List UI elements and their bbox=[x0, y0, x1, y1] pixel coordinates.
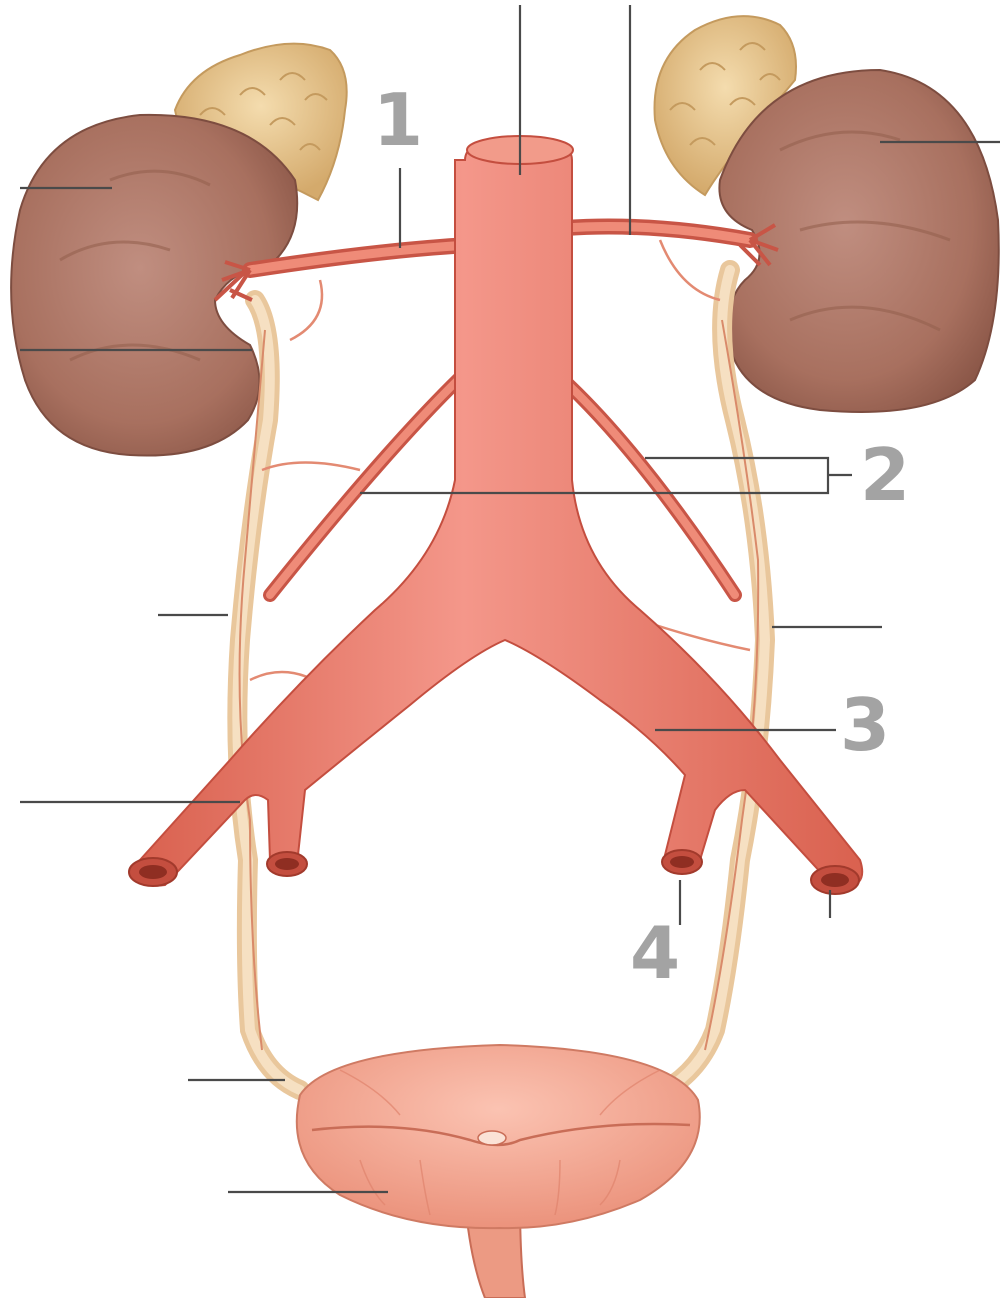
left-kidney bbox=[11, 115, 297, 456]
label-1: 1 bbox=[373, 78, 423, 162]
label-2: 2 bbox=[860, 433, 910, 517]
label-3: 3 bbox=[840, 683, 890, 767]
urinary-bladder bbox=[297, 1045, 700, 1298]
label-4: 4 bbox=[630, 911, 680, 995]
right-kidney bbox=[719, 70, 998, 412]
